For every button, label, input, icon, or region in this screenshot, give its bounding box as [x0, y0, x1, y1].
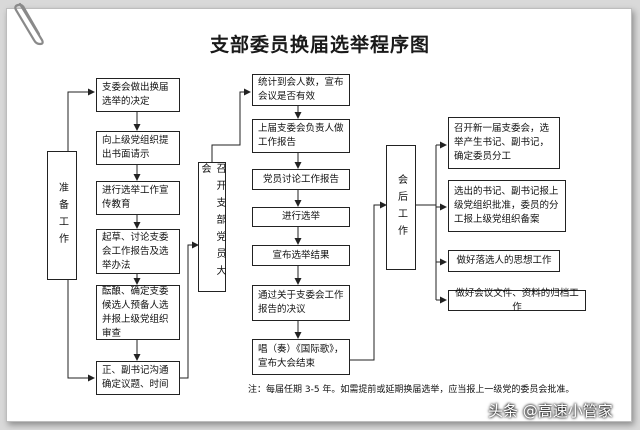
- footnote: 注：每届任期 3-5 年。如需提前或延期换届选举，应当报上一级党的委员会批准。: [248, 385, 575, 395]
- stage-preparation: 准备工作: [47, 151, 77, 280]
- middle-step-1: 统计到会人数，宣布会议是否有效: [252, 74, 350, 106]
- middle-step-6: 通过关于支委会工作报告的决议: [252, 285, 350, 321]
- stage-party-meeting: 召开支部党员大会: [198, 162, 226, 292]
- left-step-6: 正、副书记沟通确定议题、时间: [96, 361, 180, 395]
- middle-step-5: 宣布选举结果: [252, 245, 350, 266]
- right-step-1: 召开新一届支委会，选举产生书记、副书记，确定委员分工: [448, 117, 560, 169]
- left-step-3: 进行选举工作宣传教育: [96, 181, 180, 215]
- stage-post-meeting: 会后工作: [386, 145, 416, 270]
- left-step-4: 起草、讨论支委会工作报告及选举办法: [96, 229, 180, 274]
- left-step-5: 酝酿、确定支委候选人预备人选并报上级党组织审查: [96, 285, 180, 340]
- watermark: 头条 @高速小管家: [488, 402, 613, 420]
- paperclip-icon: [14, 2, 44, 46]
- diagram-title: 支部委员换届选举程序图: [209, 34, 430, 56]
- middle-step-3: 党员讨论工作报告: [252, 169, 350, 190]
- middle-step-7: 唱（奏）《国际歌》，宣布大会结束: [252, 339, 350, 375]
- left-step-2: 向上级党组织提出书面请示: [96, 131, 180, 165]
- right-step-2: 选出的书记、副书记报上级党组织批准，委员的分工报上级党组织备案: [448, 180, 566, 232]
- right-step-3: 做好落选人的思想工作: [448, 250, 560, 272]
- middle-step-2: 上届支委会负责人做工作报告: [252, 119, 350, 153]
- left-step-1: 支委会做出换届选举的决定: [96, 78, 180, 112]
- right-step-4: 做好会议文件、资料的归档工作: [448, 288, 586, 313]
- middle-step-4: 进行选举: [252, 207, 350, 227]
